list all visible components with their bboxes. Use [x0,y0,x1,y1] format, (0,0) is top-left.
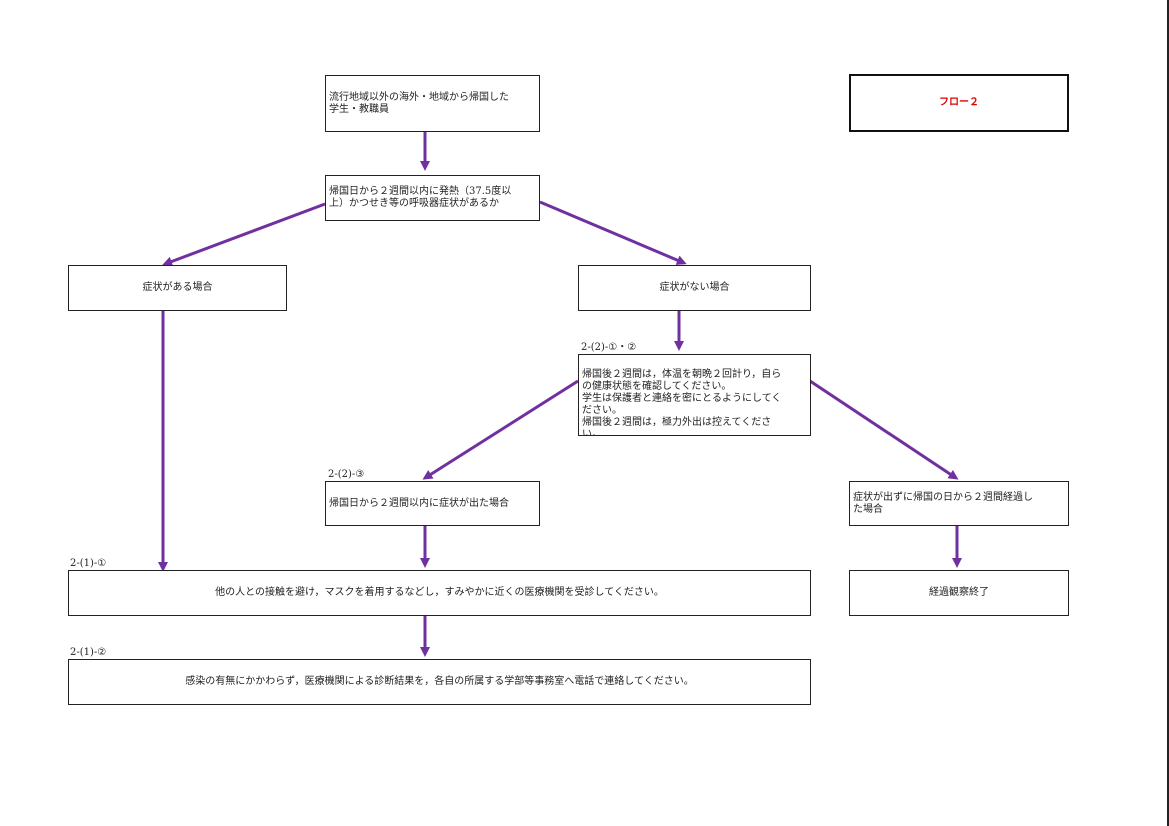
ref-label-report: 2-(1)-② [70,647,107,658]
start-box: 流行地域以外の海外・地域から帰国した 学生・教職員 [325,75,540,132]
symptoms-within-text: 帰国日から２週間以内に症状が出た場合 [329,497,509,509]
no-symptoms-text: 症状がない場合 [659,282,730,293]
symptoms-within-box: 帰国日から２週間以内に症状が出た場合 [325,481,540,526]
consult-box: 他の人との接触を避け，マスクを着用するなどし，すみやかに近くの医療機関を受診して… [68,570,811,616]
has-symptoms-text: 症状がある場合 [142,282,213,293]
no-symptoms-after-text: 症状が出ずに帰国の日から２週間経過し た場合 [853,491,1033,515]
page-border [1167,0,1169,826]
report-text: 感染の有無にかかわらず，医療機関による診断結果を，各自の所属する学部等事務室へ電… [185,676,694,687]
no-symptoms-box: 症状がない場合 [578,265,811,311]
observe-text: 帰国後２週間は，体温を朝晩２回計り，自ら の健康状態を確認してください。 学生は… [582,369,782,436]
consult-text: 他の人との接触を避け，マスクを着用するなどし，すみやかに近くの医療機関を受診して… [215,587,664,598]
end-observation-text: 経過観察終了 [929,587,989,598]
has-symptoms-box: 症状がある場合 [68,265,287,311]
ref-label-symptoms-within: 2-(2)-③ [328,469,365,480]
question-box: 帰国日から２週間以内に発熱（37.5度以 上）かつせき等の呼吸器症状があるか [325,175,540,221]
report-box: 感染の有無にかかわらず，医療機関による診断結果を，各自の所属する学部等事務室へ電… [68,659,811,705]
flow-title-box: フロー２ [849,74,1069,132]
question-text: 帰国日から２週間以内に発熱（37.5度以 上）かつせき等の呼吸器症状があるか [329,186,512,209]
observe-box: 帰国後２週間は，体温を朝晩２回計り，自ら の健康状態を確認してください。 学生は… [578,354,811,436]
start-text: 流行地域以外の海外・地域から帰国した 学生・教職員 [329,91,509,115]
arrow-question-to-has-symptoms [162,202,326,267]
end-observation-box: 経過観察終了 [849,570,1069,616]
arrow-observe-to-no-symptoms-after [809,379,959,480]
no-symptoms-after-box: 症状が出ずに帰国の日から２週間経過し た場合 [849,481,1069,526]
flow-title: フロー２ [939,97,979,108]
arrow-observe-to-symptoms-within [422,379,579,480]
arrow-question-to-no-symptoms [539,200,687,265]
ref-label-consult: 2-(1)-① [70,558,107,569]
ref-label-observe: 2-(2)-①・② [581,342,637,353]
